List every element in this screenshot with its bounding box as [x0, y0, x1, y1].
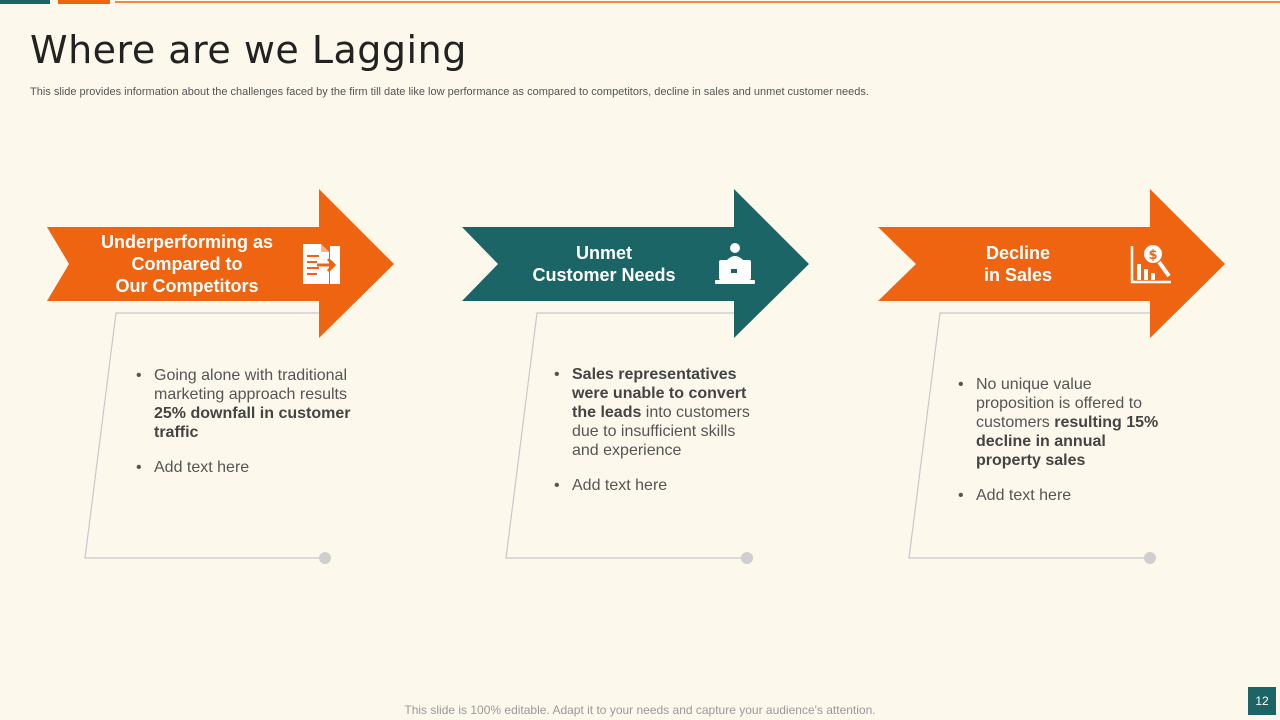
arrow-banner	[878, 189, 1225, 338]
arrow-banner	[47, 189, 394, 338]
slide-title: Where are we Lagging	[30, 28, 467, 72]
challenge-card-1: Underperforming as Compared to Our Compe…	[47, 185, 447, 575]
card-title: Decline in Sales	[983, 243, 1053, 285]
card-frame	[462, 189, 809, 564]
bullet-item: Add text here	[135, 458, 355, 477]
card-title: Unmet Customer Needs	[532, 243, 676, 285]
bullet-item: Add text here	[553, 476, 753, 495]
top-accent-orange	[58, 0, 110, 4]
sales-chart-dollar-icon: $	[1129, 242, 1173, 286]
bullet-item: Going alone with traditional marketing a…	[135, 366, 355, 442]
top-accent-teal	[0, 0, 50, 4]
bullet-list: Sales representatives were unable to con…	[553, 365, 753, 511]
svg-text:$: $	[1148, 248, 1157, 263]
bullet-list: No unique value proposition is offered t…	[957, 375, 1169, 521]
slide-subtitle: This slide provides information about th…	[30, 86, 869, 98]
bullet-list: Going alone with traditional marketing a…	[135, 366, 355, 493]
card-frame	[47, 189, 394, 564]
page-number: 12	[1248, 687, 1276, 715]
document-arrow-icon	[299, 242, 343, 286]
bullet-item: Add text here	[957, 486, 1169, 505]
card-frame	[878, 189, 1225, 564]
card-title: Underperforming as Compared to Our Compe…	[100, 232, 274, 296]
challenge-card-2: Unmet Customer Needs Sales representativ…	[462, 185, 862, 575]
arrow-banner	[462, 189, 809, 338]
slide-footer: This slide is 100% editable. Adapt it to…	[404, 703, 876, 717]
bullet-item: No unique value proposition is offered t…	[957, 375, 1169, 470]
top-accent-line	[115, 1, 1280, 3]
bullet-item: Sales representatives were unable to con…	[553, 365, 753, 460]
challenge-card-3: Decline in Sales $ No unique value propo…	[878, 185, 1278, 575]
laptop-user-icon	[713, 242, 757, 286]
